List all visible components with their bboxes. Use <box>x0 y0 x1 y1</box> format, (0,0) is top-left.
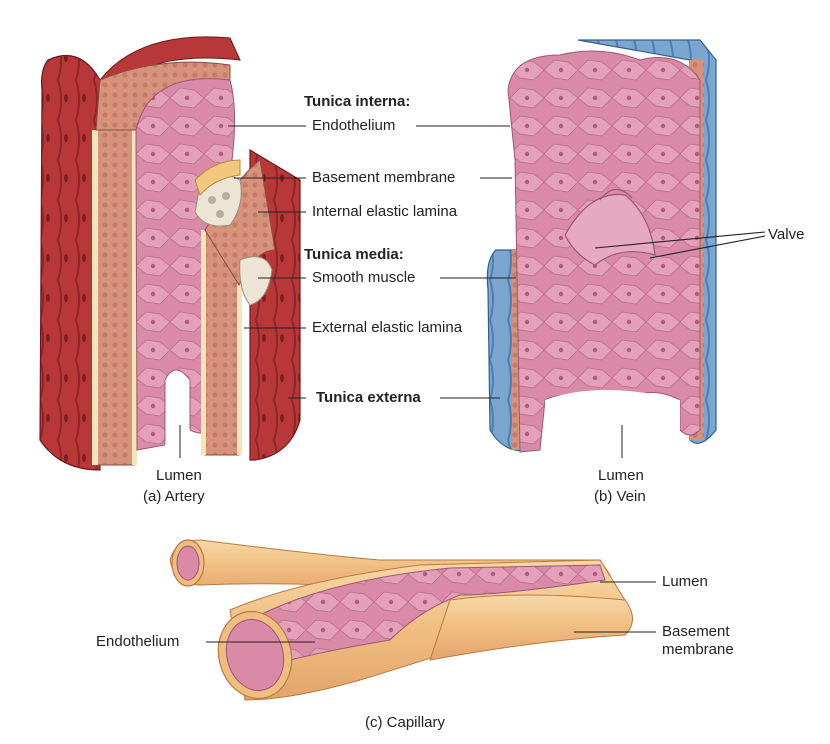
capillary-lumen-label: Lumen <box>662 573 708 590</box>
vein-illustration <box>486 39 717 458</box>
capillary-illustration <box>169 539 633 701</box>
artery-illustration <box>39 36 301 471</box>
artery-caption: (a) Artery <box>143 488 205 505</box>
artery-lumen-label: Lumen <box>156 467 202 484</box>
endothelium-label: Endothelium <box>312 117 396 134</box>
valve-label: Valve <box>768 226 805 243</box>
capillary-caption: (c) Capillary <box>365 714 446 731</box>
tunica-externa-label: Tunica externa <box>316 389 421 406</box>
internal-elastic-lamina-label: Internal elastic lamina <box>312 203 458 220</box>
capillary-endothelium-label: Endothelium <box>96 633 180 650</box>
smooth-muscle-label: Smooth muscle <box>312 269 416 286</box>
external-elastic-lamina-label: External elastic lamina <box>312 319 463 336</box>
tunica-interna-heading: Tunica interna: <box>304 93 411 110</box>
leader-lines <box>206 125 766 643</box>
tunica-media-heading: Tunica media: <box>304 246 404 263</box>
vein-lumen-label: Lumen <box>598 467 644 484</box>
vein-caption: (b) Vein <box>594 488 646 505</box>
capillary-basement-label-line2: membrane <box>662 641 734 658</box>
capillary-basement-label-line1: Basement <box>662 623 730 640</box>
basement-membrane-label: Basement membrane <box>312 169 456 186</box>
